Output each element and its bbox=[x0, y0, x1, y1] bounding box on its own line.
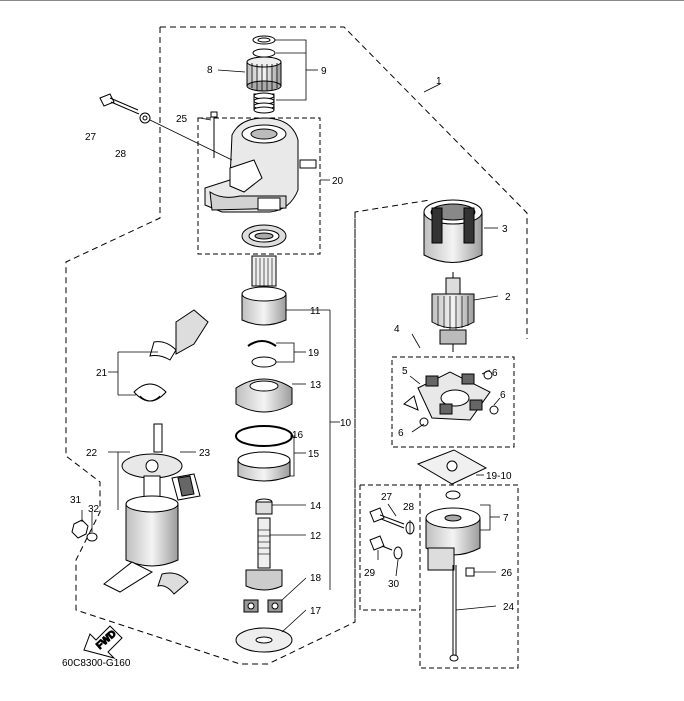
brush-holder bbox=[403, 370, 499, 427]
callout-30: 30 bbox=[388, 579, 400, 590]
callout-32: 32 bbox=[88, 504, 100, 515]
through-bolt-27 bbox=[99, 93, 233, 161]
callout-26: 26 bbox=[501, 568, 513, 579]
callout-6-left: 6 bbox=[398, 428, 404, 439]
callout-22: 22 bbox=[86, 448, 98, 459]
leader-lines bbox=[81, 39, 501, 633]
callout-14: 14 bbox=[310, 501, 322, 512]
callout-1: 1 bbox=[436, 76, 442, 87]
shift-lever-21 bbox=[133, 309, 209, 402]
top-border-line bbox=[0, 0, 684, 1]
callout-19-10: 19-10 bbox=[486, 471, 512, 482]
callout-20: 20 bbox=[332, 176, 344, 187]
nut-31-washer-32 bbox=[71, 519, 98, 542]
callout-8: 8 bbox=[207, 65, 213, 76]
rear-cover-7 bbox=[425, 490, 481, 662]
callout-16: 16 bbox=[292, 430, 304, 441]
callout-6-right: 6 bbox=[500, 390, 506, 401]
callout-labels: 1 2 3 4 5 6 6 6 6 7 8 9 10 19-10 11 12 1… bbox=[70, 65, 515, 617]
callout-2: 2 bbox=[505, 292, 511, 303]
callout-18: 18 bbox=[310, 573, 322, 584]
callout-27-top: 27 bbox=[85, 132, 97, 143]
callout-28-bottom: 28 bbox=[403, 502, 415, 513]
callout-10: 10 bbox=[340, 418, 352, 429]
callout-28-top: 28 bbox=[115, 149, 127, 160]
plunger-23 bbox=[171, 473, 201, 501]
callout-21: 21 bbox=[96, 368, 108, 379]
callout-24: 24 bbox=[503, 602, 515, 613]
callout-31: 31 bbox=[70, 495, 82, 506]
callout-5: 5 bbox=[402, 366, 408, 377]
rear-bolts bbox=[369, 507, 415, 560]
callout-7: 7 bbox=[503, 513, 509, 524]
callout-12: 12 bbox=[310, 531, 322, 542]
callout-11: 11 bbox=[310, 306, 321, 317]
callout-25: 25 bbox=[176, 114, 188, 125]
callout-9: 9 bbox=[321, 66, 327, 77]
solenoid-22 bbox=[103, 423, 189, 595]
drive-shaft-column bbox=[235, 255, 293, 653]
callout-15: 15 bbox=[308, 449, 320, 460]
callout-27-bottom: 27 bbox=[381, 492, 393, 503]
fwd-arrow: FWD bbox=[83, 625, 123, 659]
pinion-gear-stack bbox=[246, 35, 282, 114]
drawing-code: 60C8300-G160 bbox=[62, 658, 131, 669]
callout-19: 19 bbox=[308, 348, 320, 359]
callout-3: 3 bbox=[502, 224, 508, 235]
callout-4: 4 bbox=[394, 324, 400, 335]
front-housing bbox=[204, 117, 317, 248]
brush-plate bbox=[416, 449, 488, 485]
callout-23: 23 bbox=[199, 448, 211, 459]
armature-2 bbox=[431, 272, 475, 352]
callout-13: 13 bbox=[310, 380, 322, 391]
callout-6-top: 6 bbox=[492, 368, 498, 379]
assembly-outline bbox=[65, 26, 528, 665]
callout-17: 17 bbox=[310, 606, 322, 617]
callout-29: 29 bbox=[364, 568, 376, 579]
yoke-3 bbox=[423, 199, 483, 263]
